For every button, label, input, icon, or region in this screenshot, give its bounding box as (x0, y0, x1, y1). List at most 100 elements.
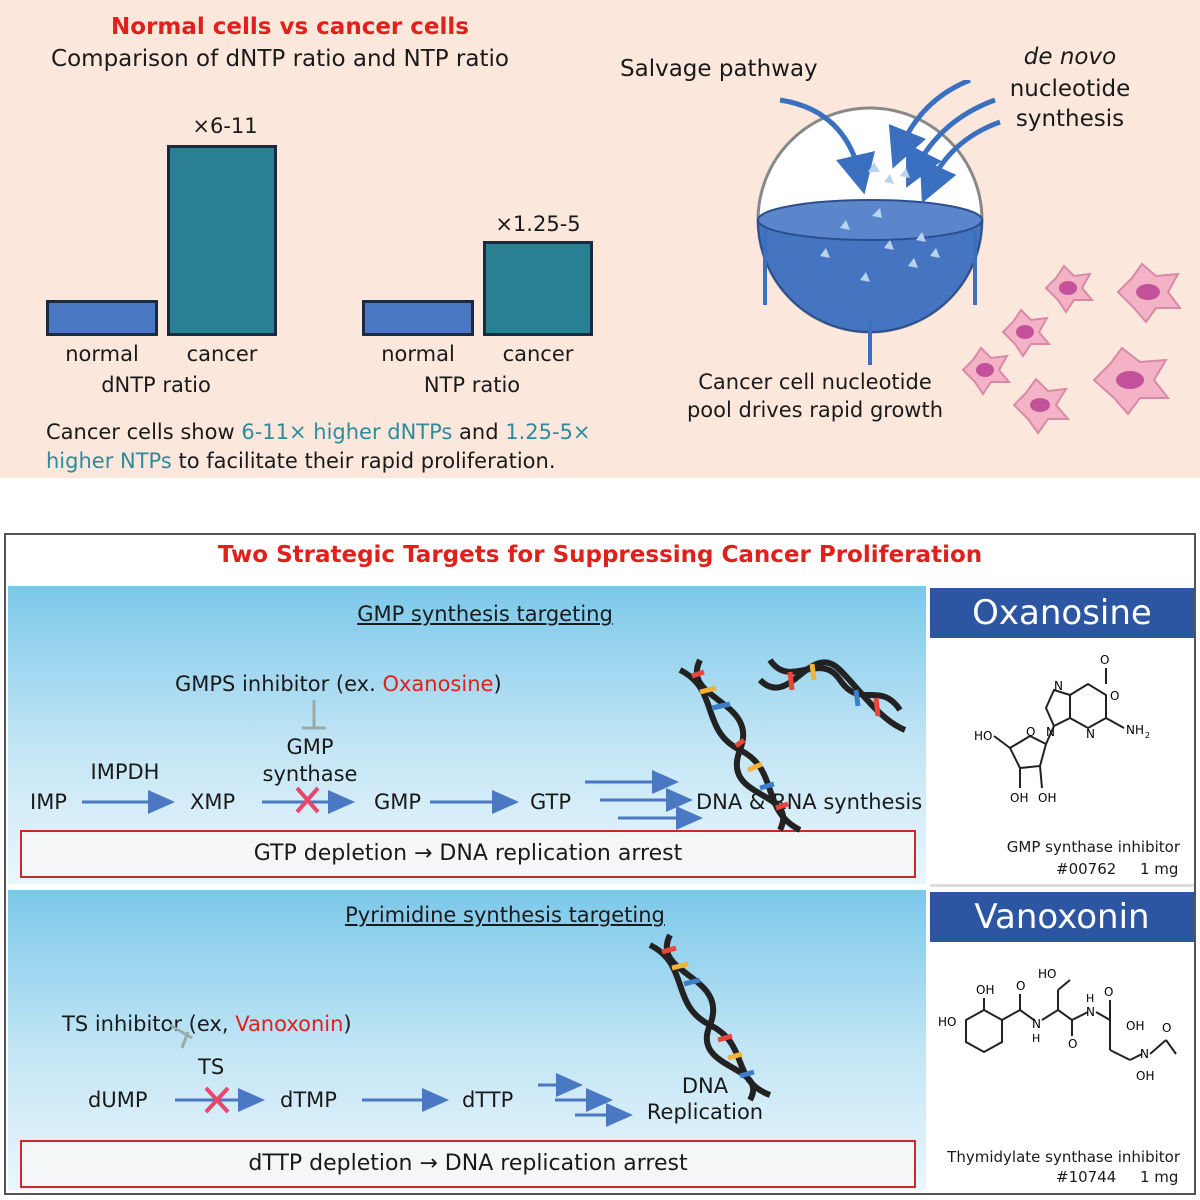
van-ho-top: HO (1038, 967, 1056, 981)
van-oh-acid: OH (1126, 1019, 1144, 1033)
dna-helix-icon-2 (757, 658, 907, 733)
pyrimidine-heading: Pyrimidine synthesis targeting (345, 903, 665, 927)
gmp-node: GMP (374, 790, 422, 814)
oxa-ho: HO (974, 729, 992, 743)
oxanosine-name-banner: Oxanosine (930, 588, 1194, 638)
dntp-axis-label: dNTP ratio (101, 373, 211, 397)
oxa-n2: N (1086, 727, 1095, 741)
dntp-fold-label: ×6-11 (192, 114, 258, 138)
van-oh-ring: OH (976, 983, 994, 997)
ts-inhibitor-prefix: TS inhibitor (ex, (62, 1012, 236, 1036)
vanoxonin-caption: Thymidylate synthase inhibitor (947, 1148, 1180, 1166)
summary-ntp-fold: 1.25-5× (505, 420, 591, 444)
oxanosine-structure: O N N N O NH 2 HO OH OH O (974, 653, 1150, 805)
dtmp-node: dTMP (280, 1088, 337, 1112)
cancer-cells-cluster (961, 262, 1182, 435)
ntp-fold-label: ×1.25-5 (495, 212, 581, 236)
dttp-node: dTTP (462, 1088, 514, 1112)
ts-inhibitor-suffix: ) (343, 1012, 352, 1036)
ntp-normal-bar (362, 300, 474, 336)
strategy-title: Two Strategic Targets for Suppressing Ca… (217, 542, 983, 568)
ts-block-icon (204, 1086, 230, 1114)
dttp-depletion-result: dTTP depletion → DNA replication arrest (20, 1140, 916, 1188)
denovo-label-line3: synthesis (1015, 106, 1125, 132)
dna-replication-node-line1: DNA (681, 1074, 729, 1098)
van-o3: O (1104, 985, 1113, 999)
ts-inhibitor-label: TS inhibitor (ex, Vanoxonin) (62, 1012, 422, 1036)
dntp-normal-bar (46, 300, 158, 336)
gtp-depletion-result: GTP depletion → DNA replication arrest (20, 830, 916, 878)
van-n1: N (1032, 1017, 1041, 1031)
comparison-subtitle: Comparison of dNTP ratio and NTP ratio (51, 46, 509, 72)
oxanosine-inline-name: Oxanosine (382, 672, 494, 696)
pathway-arrows-layer (82, 658, 907, 1127)
dna-rna-synthesis-node: DNA & RNA synthesis (696, 790, 923, 814)
denovo-label-line2: nucleotide (1009, 76, 1131, 102)
vanoxonin-amount: 1 mg (1140, 1168, 1179, 1186)
gtp-node: GTP (530, 790, 572, 814)
van-o2: O (1068, 1037, 1077, 1051)
gmp-synthase-label-1: GMP (286, 735, 334, 759)
gmp-synthase-block-icon (295, 786, 320, 814)
xmp-node: XMP (190, 790, 236, 814)
dna-helix-icon-3 (648, 933, 772, 1102)
dntp-cancer-label: cancer (186, 342, 258, 366)
oxa-oh2: OH (1038, 791, 1056, 805)
pool-liquid (756, 219, 984, 333)
oxa-o-ring: O (1110, 689, 1119, 703)
ts-enzyme-label: TS (198, 1055, 225, 1079)
salvage-pathway-label: Salvage pathway (620, 56, 818, 82)
oxa-oh1: OH (1010, 791, 1028, 805)
nucleotide-pool-illustration (756, 80, 1182, 435)
van-n2: N (1086, 1005, 1095, 1019)
impdh-label: IMPDH (90, 760, 160, 784)
comparison-title: Normal cells vs cancer cells (111, 14, 469, 40)
denovo-arrow-3 (919, 119, 1001, 204)
gmps-inhibitor-prefix: GMPS inhibitor (ex. (175, 672, 383, 696)
ntp-cancer-label: cancer (502, 342, 574, 366)
oxanosine-amount: 1 mg (1140, 860, 1179, 878)
pool-caption-line1: Cancer cell nucleotide (698, 370, 932, 394)
dntp-cancer-bar (167, 145, 277, 336)
imp-node: IMP (30, 790, 67, 814)
vanoxonin-name-banner: Vanoxonin (930, 892, 1194, 942)
van-ho-ring: HO (938, 1015, 956, 1029)
dna-helix-icon-1 (678, 658, 802, 833)
gmp-synthase-label-2: synthase (262, 762, 358, 786)
salvage-arrow (779, 97, 875, 195)
summary-part1: Cancer cells show (46, 420, 242, 444)
summary-dntp-highlight: 6-11× higher dNTPs (241, 420, 453, 444)
van-n3: N (1140, 1047, 1149, 1061)
oxa-o-sugar: O (1026, 725, 1035, 739)
ntp-axis-label: NTP ratio (423, 373, 521, 397)
van-o1: O (1016, 979, 1025, 993)
dna-replication-node-line2: Replication (646, 1100, 764, 1124)
vanoxonin-catalog: #10744 (1056, 1168, 1117, 1186)
summary-text: Cancer cells show 6-11× higher dNTPs and… (46, 418, 646, 476)
oxanosine-caption: GMP synthase inhibitor (1006, 838, 1180, 856)
summary-part3: and (452, 420, 506, 444)
vanoxonin-inline-name: Vanoxonin (235, 1012, 344, 1036)
oxa-nh2-sub: 2 (1145, 731, 1150, 740)
van-o4: O (1162, 1021, 1171, 1035)
oxa-o-top: O (1100, 653, 1109, 667)
van-h1: H (1032, 1032, 1040, 1045)
denovo-label-italic: de novo (1023, 44, 1117, 70)
pool-caption-line2: pool drives rapid growth (686, 398, 944, 422)
dump-node: dUMP (88, 1088, 148, 1112)
gmps-inhibitor-label: GMPS inhibitor (ex. Oxanosine) (175, 672, 575, 696)
gmps-inhibitor-suffix: ) (493, 672, 502, 696)
ntp-normal-label: normal (381, 342, 455, 366)
summary-part6: to facilitate their rapid proliferation. (171, 449, 556, 473)
oxa-n1: N (1054, 679, 1063, 693)
denovo-arrow-1 (888, 80, 971, 169)
oxa-nh2: NH (1126, 723, 1144, 737)
summary-ntp-highlight: higher NTPs (46, 449, 172, 473)
dntp-normal-label: normal (65, 342, 139, 366)
ntp-cancer-bar (483, 241, 593, 336)
van-oh-n: OH (1136, 1069, 1154, 1083)
van-h2: H (1086, 992, 1094, 1005)
oxa-n3: N (1046, 725, 1055, 739)
oxanosine-catalog: #00762 (1056, 860, 1117, 878)
gmp-heading: GMP synthesis targeting (357, 602, 613, 626)
